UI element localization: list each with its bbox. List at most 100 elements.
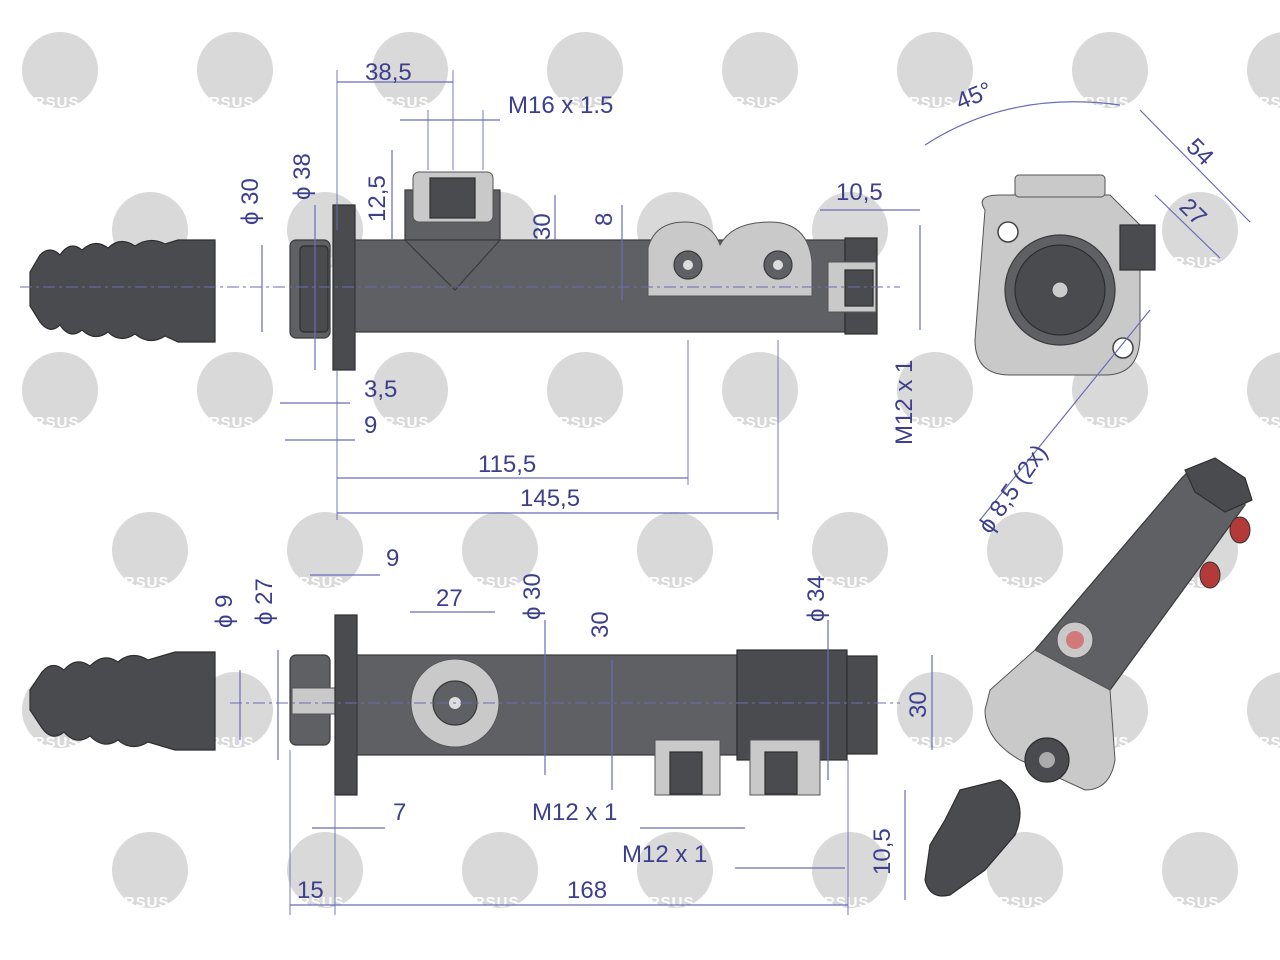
watermark-logo: URSUS <box>197 32 273 111</box>
watermark-logo: URSUS <box>1162 832 1238 911</box>
flange-nut <box>1014 174 1106 198</box>
watermark-text: URSUS <box>287 894 345 911</box>
watermark-logo: URSUS <box>1247 352 1280 431</box>
rubber-boot-lower <box>29 651 216 751</box>
flange-view <box>924 101 1251 521</box>
dim-15: 15 <box>297 877 324 904</box>
watermark-logo: URSUS <box>22 32 98 111</box>
dim-27-lower: 27 <box>436 585 463 612</box>
dim-30-right: 30 <box>905 691 932 718</box>
watermark-text: URSUS <box>1162 894 1220 911</box>
watermark-text: URSUS <box>1247 734 1280 751</box>
watermark-logo: URSUS <box>637 512 713 591</box>
watermark-text: URSUS <box>987 574 1045 591</box>
watermark-text: URSUS <box>1162 254 1220 271</box>
watermark-text: URSUS <box>372 414 430 431</box>
mounting-flange <box>332 204 356 371</box>
dim-8: 8 <box>591 213 618 226</box>
iso-end-cap <box>1184 457 1253 513</box>
watermark-text: URSUS <box>812 574 870 591</box>
watermark-logo: URSUS <box>287 512 363 591</box>
watermark-logo: URSUS <box>1247 672 1280 751</box>
watermark-text: URSUS <box>897 414 955 431</box>
bottom-view <box>29 574 933 915</box>
watermark-logo: URSUS <box>112 512 188 591</box>
end-port-thread <box>844 269 874 307</box>
watermark-text: URSUS <box>112 574 170 591</box>
dim-54: 54 <box>1181 133 1219 171</box>
dim-12-5: 12,5 <box>364 175 391 222</box>
iso-bore-center <box>1039 752 1055 768</box>
watermark-text: URSUS <box>287 574 345 591</box>
dim-m12-thread: M12 x 1 <box>891 360 918 445</box>
watermark-logo: URSUS <box>897 672 973 751</box>
watermark-text: URSUS <box>637 894 695 911</box>
watermark-logo: URSUS <box>897 352 973 431</box>
watermark-logo: URSUS <box>547 352 623 431</box>
watermark-text: URSUS <box>462 574 520 591</box>
inlet-cone <box>403 239 502 291</box>
outlet-port-1-bore <box>683 260 693 270</box>
watermark-logo: URSUS <box>462 832 538 911</box>
watermark-text: URSUS <box>722 94 780 111</box>
watermark-text: URSUS <box>897 734 955 751</box>
dim-7: 7 <box>393 799 406 826</box>
dim-9-lower: 9 <box>386 545 399 572</box>
dim-phi30: ϕ 30 <box>237 178 264 225</box>
dim-10-5-lower: 10,5 <box>869 828 896 875</box>
dim-leader-holes <box>979 309 1151 521</box>
top-view <box>20 70 921 520</box>
watermark-text: URSUS <box>1072 414 1130 431</box>
watermark-logo: URSUS <box>547 32 623 111</box>
outlet-port-2-bore <box>773 260 783 270</box>
dim-9: 9 <box>364 412 377 439</box>
isometric-view <box>924 457 1253 897</box>
watermark-text: URSUS <box>547 94 605 111</box>
watermark-text: URSUS <box>547 414 605 431</box>
dim-30-mid: 30 <box>587 611 614 638</box>
watermark-text: URSUS <box>1247 94 1280 111</box>
watermark-text: URSUS <box>112 894 170 911</box>
watermark-logo: URSUS <box>1247 32 1280 111</box>
iso-flange <box>984 649 1116 791</box>
watermark-text: URSUS <box>197 94 255 111</box>
dim-145-5: 145,5 <box>520 485 580 512</box>
dim-m12-thread-a: M12 x 1 <box>532 799 617 826</box>
piston-ring <box>299 245 329 333</box>
iso-boot <box>924 779 1021 897</box>
mounting-hole-1 <box>997 221 1019 243</box>
watermark-text: URSUS <box>22 734 80 751</box>
watermark-logo: URSUS <box>1072 32 1148 111</box>
watermark-text: URSUS <box>22 414 80 431</box>
dim-m12-thread-b: M12 x 1 <box>622 841 707 868</box>
watermark-logo: URSUS <box>987 512 1063 591</box>
watermark-logo: URSUS <box>372 352 448 431</box>
mounting-hole-2 <box>1112 337 1134 359</box>
watermark-logo: URSUS <box>722 32 798 111</box>
bore-center <box>1051 281 1069 299</box>
dim-phi34: ϕ 34 <box>803 575 830 622</box>
dim-line-54 <box>1139 109 1251 223</box>
watermark-text: URSUS <box>812 894 870 911</box>
watermark-logo: URSUS <box>112 832 188 911</box>
watermark-text: URSUS <box>722 414 780 431</box>
watermark-logo: URSUS <box>987 832 1063 911</box>
dim-38-5: 38,5 <box>365 59 412 86</box>
watermark-logo: URSUS <box>197 352 273 431</box>
watermark-logo: URSUS <box>722 352 798 431</box>
mounting-flange-lower <box>334 614 358 796</box>
dim-phi9: ϕ 9 <box>211 595 238 628</box>
watermark-text: URSUS <box>897 94 955 111</box>
watermark-logo: URSUS <box>897 32 973 111</box>
watermark-text: URSUS <box>987 894 1045 911</box>
watermark-text: URSUS <box>197 414 255 431</box>
dim-m16-thread: M16 x 1.5 <box>508 92 613 119</box>
dim-phi30-lower: ϕ 30 <box>519 573 546 620</box>
lower-port-1-thread <box>669 751 703 795</box>
watermark-logo: URSUS <box>812 832 888 911</box>
watermark-text: URSUS <box>1247 414 1280 431</box>
watermark-logo: URSUS <box>637 832 713 911</box>
watermark-text: URSUS <box>22 94 80 111</box>
